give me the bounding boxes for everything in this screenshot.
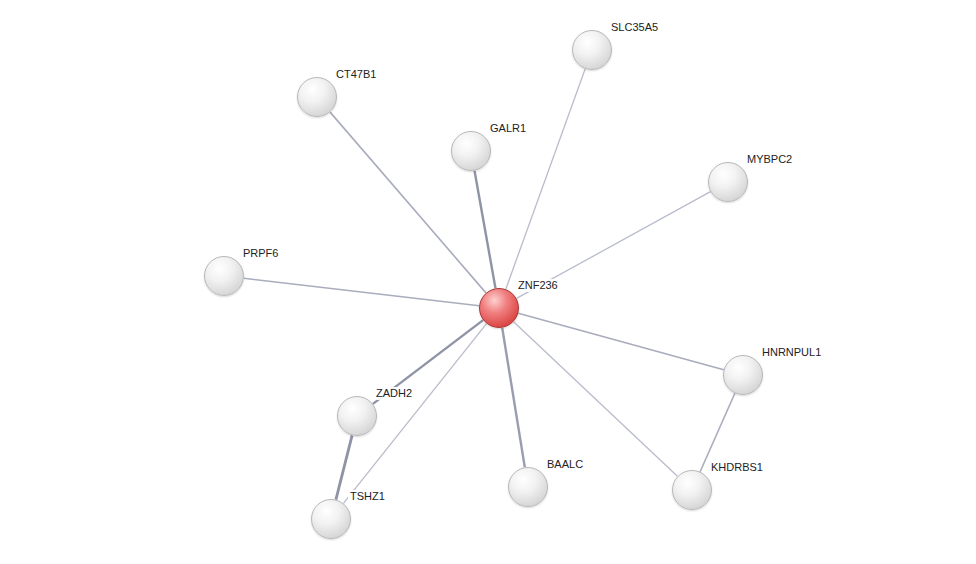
protein-node: BAALC <box>508 467 548 507</box>
node-label: ZADH2 <box>374 387 414 400</box>
interaction-line <box>518 313 723 369</box>
interaction-line <box>244 278 479 305</box>
node-label: ZNF236 <box>516 279 560 292</box>
protein-node: ZADH2 <box>337 396 377 436</box>
interaction-line <box>502 328 525 468</box>
protein-node: PRPF6 <box>204 256 244 296</box>
interaction-line <box>700 393 735 471</box>
interaction-line <box>475 171 496 289</box>
interaction-line <box>506 69 585 289</box>
node-label: PRPF6 <box>241 247 280 260</box>
node-label: GALR1 <box>488 122 528 135</box>
protein-node: GALR1 <box>451 131 491 171</box>
node-label: MYBPC2 <box>745 153 794 166</box>
protein-node: CT47B1 <box>297 77 337 117</box>
node-label: KHDRBS1 <box>709 461 765 474</box>
protein-node: MYBPC2 <box>708 162 748 202</box>
protein-node: KHDRBS1 <box>672 470 712 510</box>
interaction-line <box>514 322 678 477</box>
node-label: SLC35A5 <box>609 21 660 34</box>
interaction-line <box>517 192 711 299</box>
node-label: TSHZ1 <box>348 490 387 503</box>
node-label: BAALC <box>545 458 585 471</box>
node-label: CT47B1 <box>334 68 378 81</box>
node-label: HNRNPUL1 <box>760 346 823 359</box>
protein-node: SLC35A5 <box>572 30 612 70</box>
interaction-line <box>373 320 483 404</box>
protein-node: ZNF236 <box>479 288 519 328</box>
protein-node: HNRNPUL1 <box>723 355 763 395</box>
protein-node: TSHZ1 <box>311 499 351 539</box>
